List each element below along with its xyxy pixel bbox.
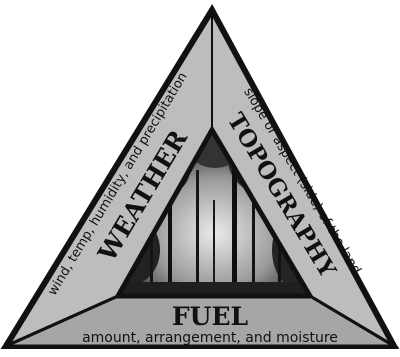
fuel-heading: FUEL [172, 302, 249, 331]
fuel-description: amount, arrangement, and moisture [82, 330, 338, 346]
